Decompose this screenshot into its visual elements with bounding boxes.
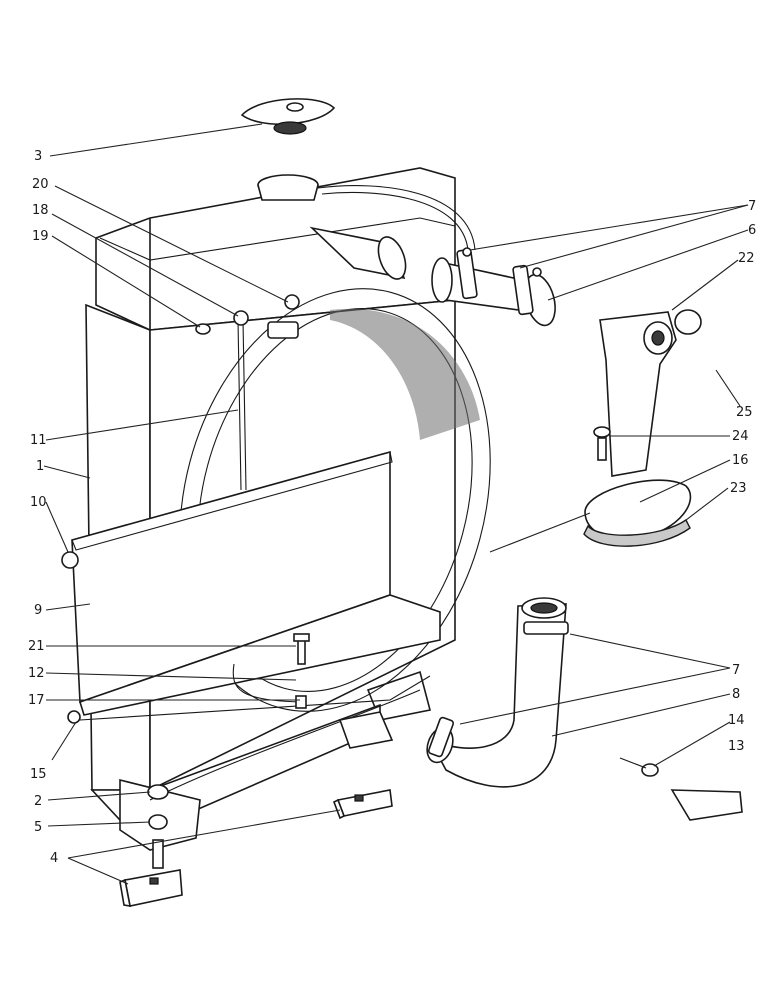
callout-11: 11	[30, 433, 47, 448]
callout-12: 12	[28, 666, 45, 681]
callout-17: 17	[28, 693, 45, 708]
callout-23: 23	[730, 481, 747, 496]
bottom-hose	[426, 597, 743, 821]
blind-control-cable	[79, 633, 431, 801]
callout-4: 4	[50, 851, 58, 866]
callout-labels: 3 20 18 19 7 6 22 25 24 16 23 11 1 10 9 …	[28, 149, 756, 866]
callout-7-bottom: 7	[732, 663, 740, 678]
callout-14: 14	[728, 713, 745, 728]
callout-15: 15	[30, 767, 47, 782]
top-hose	[431, 247, 556, 327]
mounting-pads	[119, 711, 394, 907]
leader-lines	[43, 123, 749, 885]
water-outlet-housing	[583, 309, 702, 547]
radiator-blind	[61, 294, 441, 724]
callout-16: 16	[732, 453, 749, 468]
callout-3: 3	[34, 149, 42, 164]
callout-10: 10	[30, 495, 47, 510]
callout-20: 20	[32, 177, 49, 192]
callout-19: 19	[32, 229, 49, 244]
callout-13: 13	[728, 739, 745, 754]
radiator-cap	[240, 98, 336, 135]
callout-25: 25	[736, 405, 753, 420]
callout-8: 8	[732, 687, 740, 702]
callout-6: 6	[748, 223, 756, 238]
callout-1: 1	[36, 459, 44, 474]
callout-9: 9	[34, 603, 42, 618]
callout-24: 24	[732, 429, 749, 444]
callout-5: 5	[34, 820, 42, 835]
callout-22: 22	[738, 251, 755, 266]
callout-21: 21	[28, 639, 45, 654]
callout-2: 2	[34, 794, 42, 809]
callout-7-top: 7	[748, 199, 756, 214]
callout-18: 18	[32, 203, 49, 218]
